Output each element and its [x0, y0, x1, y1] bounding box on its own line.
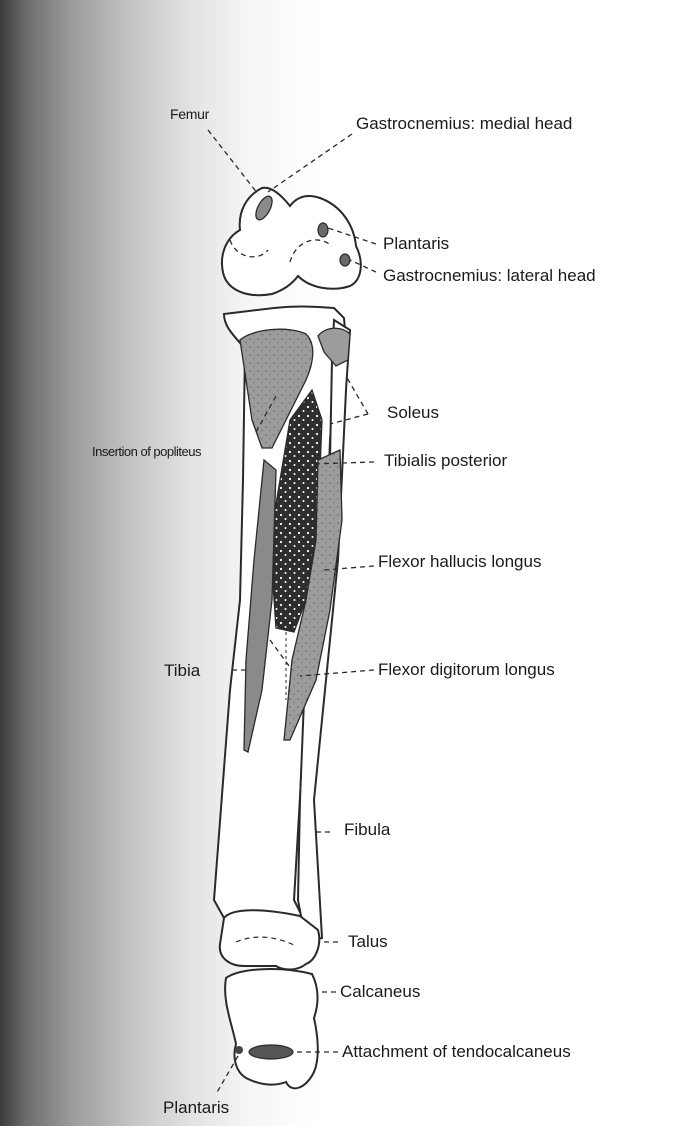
talus-bone	[220, 910, 319, 969]
plantaris-attachment-bottom	[235, 1046, 243, 1054]
label-plantaris-top: Plantaris	[383, 234, 449, 254]
label-flexor-digitorum-longus: Flexor digitorum longus	[378, 660, 555, 680]
label-calcaneus: Calcaneus	[340, 982, 420, 1002]
label-soleus: Soleus	[387, 403, 439, 423]
label-gastrocnemius-medial-head: Gastrocnemius: medial head	[356, 114, 572, 134]
calcaneus-bone	[225, 969, 318, 1088]
label-talus: Talus	[348, 932, 388, 952]
label-plantaris-bottom: Plantaris	[163, 1098, 229, 1118]
label-tibialis-posterior: Tibialis posterior	[384, 451, 507, 471]
label-fibula: Fibula	[344, 820, 390, 840]
label-femur: Femur	[170, 104, 209, 124]
femur-condyles	[222, 188, 361, 295]
tendocalcaneus-attachment	[249, 1045, 293, 1059]
plantaris-attachment-top	[318, 223, 328, 237]
label-insertion-of-popliteus: Insertion of popliteus	[92, 442, 201, 462]
label-flexor-hallucis-longus: Flexor hallucis longus	[378, 552, 541, 572]
label-tibia: Tibia	[164, 661, 200, 681]
label-gastrocnemius-lateral-head: Gastrocnemius: lateral head	[383, 266, 596, 286]
label-attachment-of-tendocalcaneus: Attachment of tendocalcaneus	[342, 1042, 571, 1062]
gastrocnemius-lateral-attachment	[340, 254, 350, 266]
